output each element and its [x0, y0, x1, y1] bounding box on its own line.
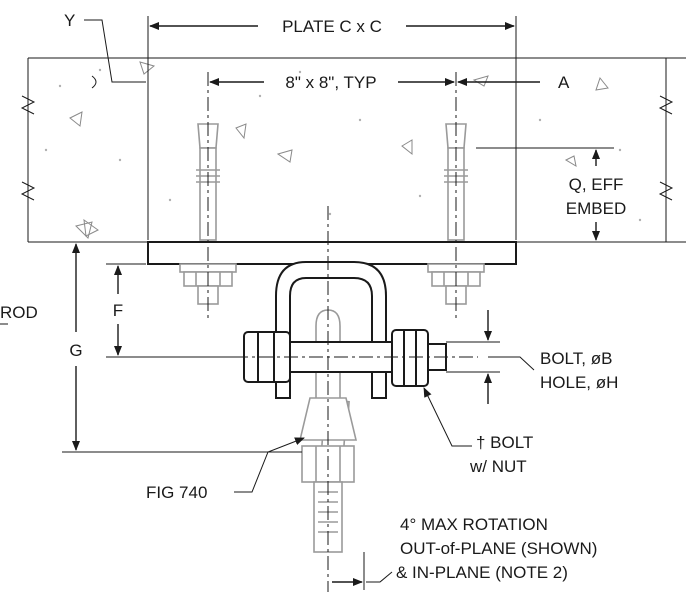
clevis-bolt [243, 329, 447, 387]
breakline-icon [20, 95, 36, 115]
plate-label: PLATE C x C [282, 17, 382, 36]
y-leader [84, 19, 146, 89]
tbolt-nut-label: w/ NUT [469, 457, 527, 476]
q-eff-label: Q, EFF [569, 175, 624, 194]
f-dimension [106, 263, 240, 358]
breakline-icon [20, 181, 36, 201]
bolt-dia-label: BOLT, øB [540, 349, 612, 368]
y-label: Y [64, 11, 75, 30]
base-plate [147, 241, 517, 265]
clevis [275, 261, 387, 399]
tbolt-label: † BOLT [476, 433, 533, 452]
breakline-icon [658, 95, 674, 115]
rotation-label-1: 4° MAX ROTATION [400, 515, 548, 534]
embed-dimension [476, 147, 664, 243]
rotation-label-2: OUT-of-PLANE (SHOWN) [400, 539, 597, 558]
a-label: A [558, 73, 570, 92]
embed-label: EMBED [566, 199, 626, 218]
g-label: G [69, 341, 82, 360]
tbolt-leader [423, 387, 472, 447]
rotation-dimension [332, 552, 393, 590]
center-lines [207, 72, 478, 592]
rod-label: ROD [0, 303, 38, 322]
fig740-leader [234, 437, 305, 493]
rotation-label-3: & IN-PLANE (NOTE 2) [396, 563, 568, 582]
plate-width-dimension [147, 16, 517, 240]
breakline-icon [658, 181, 674, 201]
bolt-hole-dimension [446, 310, 535, 404]
g-dimension [62, 241, 302, 453]
concrete-aggregate [44, 61, 642, 239]
fig740-label: FIG 740 [146, 483, 207, 502]
bolt-spacing-label: 8" x 8", TYP [285, 73, 376, 92]
f-label: F [113, 301, 123, 320]
hole-dia-label: HOLE, øH [540, 373, 618, 392]
